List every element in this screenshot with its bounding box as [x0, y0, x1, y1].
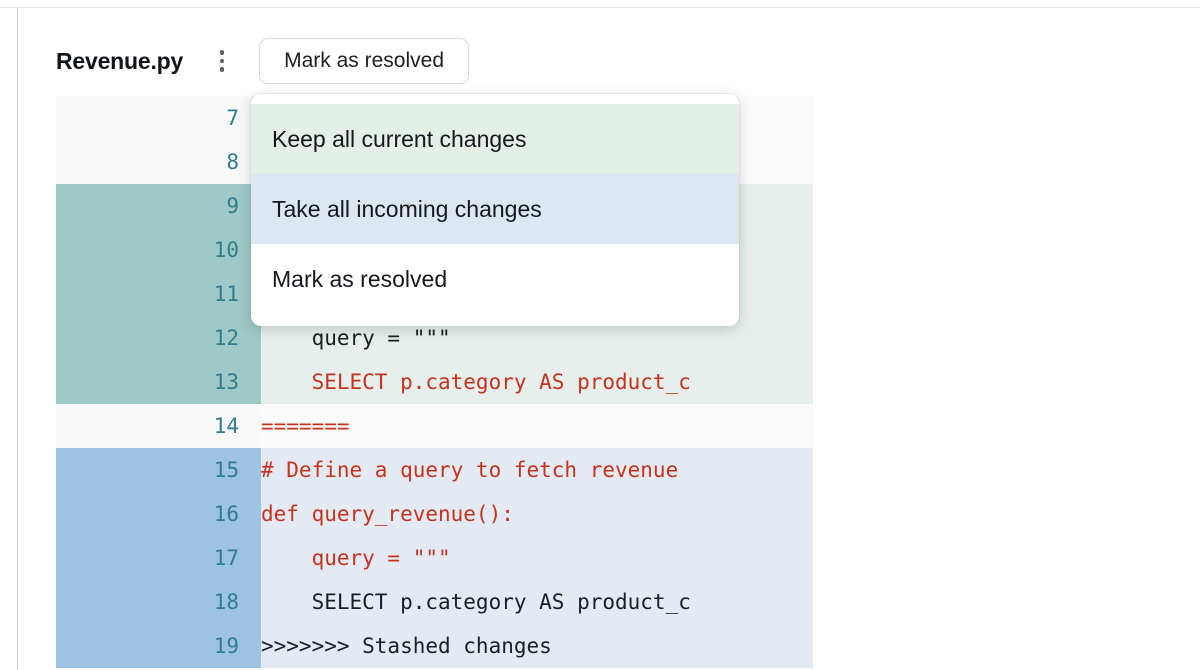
mark-as-resolved-button[interactable]: Mark as resolved: [259, 38, 469, 84]
code-line: 20: [56, 668, 813, 670]
code-line-content[interactable]: SELECT p.category AS product_c: [261, 580, 813, 624]
code-token: query = """: [261, 326, 451, 350]
kebab-dot-2: [219, 58, 225, 64]
code-line: 18 SELECT p.category AS product_c: [56, 580, 813, 624]
line-number: 7: [56, 96, 261, 140]
page-title: Revenue.py: [56, 47, 184, 74]
code-token: # Define a query to fetch revenue: [261, 458, 679, 482]
line-number: 11: [56, 272, 261, 316]
menu-item-mark-as-resolved[interactable]: Mark as resolved: [251, 244, 739, 314]
code-line-content[interactable]: SELECT p.category AS product_c: [261, 360, 813, 404]
menu-item-take-all-incoming-changes[interactable]: Take all incoming changes: [251, 174, 739, 244]
line-number: 14: [56, 404, 261, 448]
menu-item-keep-all-current-changes[interactable]: Keep all current changes: [251, 104, 739, 174]
line-number: 17: [56, 536, 261, 580]
kebab-dot-3: [219, 67, 225, 72]
line-number: 20: [56, 668, 261, 670]
line-number: 15: [56, 448, 261, 492]
line-number: 13: [56, 360, 261, 404]
code-token: =======: [261, 414, 350, 438]
line-number: 12: [56, 316, 261, 360]
code-line-content[interactable]: [261, 668, 813, 670]
line-number: 9: [56, 184, 261, 228]
code-token: >>>>>>> Stashed changes: [261, 634, 552, 658]
line-number: 16: [56, 492, 261, 536]
code-token: SELECT p.category AS product_c: [261, 590, 691, 614]
code-line-content[interactable]: =======: [261, 404, 813, 448]
left-divider: [17, 8, 18, 670]
code-line: 15# Define a query to fetch revenue: [56, 448, 813, 492]
code-line: 13 SELECT p.category AS product_c: [56, 360, 813, 404]
top-divider: [0, 7, 1200, 8]
code-token: SELECT p.category AS product_c: [261, 370, 691, 394]
file-header: Revenue.py Mark as resolved: [56, 32, 469, 90]
code-line-content[interactable]: >>>>>>> Stashed changes: [261, 624, 813, 668]
code-line-content[interactable]: def query_revenue():: [261, 492, 813, 536]
code-line: 17 query = """: [56, 536, 813, 580]
code-line: 14=======: [56, 404, 813, 448]
line-number: 10: [56, 228, 261, 272]
code-line-content[interactable]: # Define a query to fetch revenue: [261, 448, 813, 492]
line-number: 8: [56, 140, 261, 184]
code-token: query = """: [261, 546, 451, 570]
code-line-content[interactable]: query = """: [261, 536, 813, 580]
code-token: def query_revenue():: [261, 502, 514, 526]
merge-conflict-panel: Revenue.py Mark as resolved 7 FROM compa…: [18, 8, 813, 670]
code-line: 19>>>>>>> Stashed changes: [56, 624, 813, 668]
kebab-menu-icon[interactable]: [205, 44, 239, 78]
line-number: 18: [56, 580, 261, 624]
line-number: 19: [56, 624, 261, 668]
kebab-dot-1: [219, 50, 225, 55]
